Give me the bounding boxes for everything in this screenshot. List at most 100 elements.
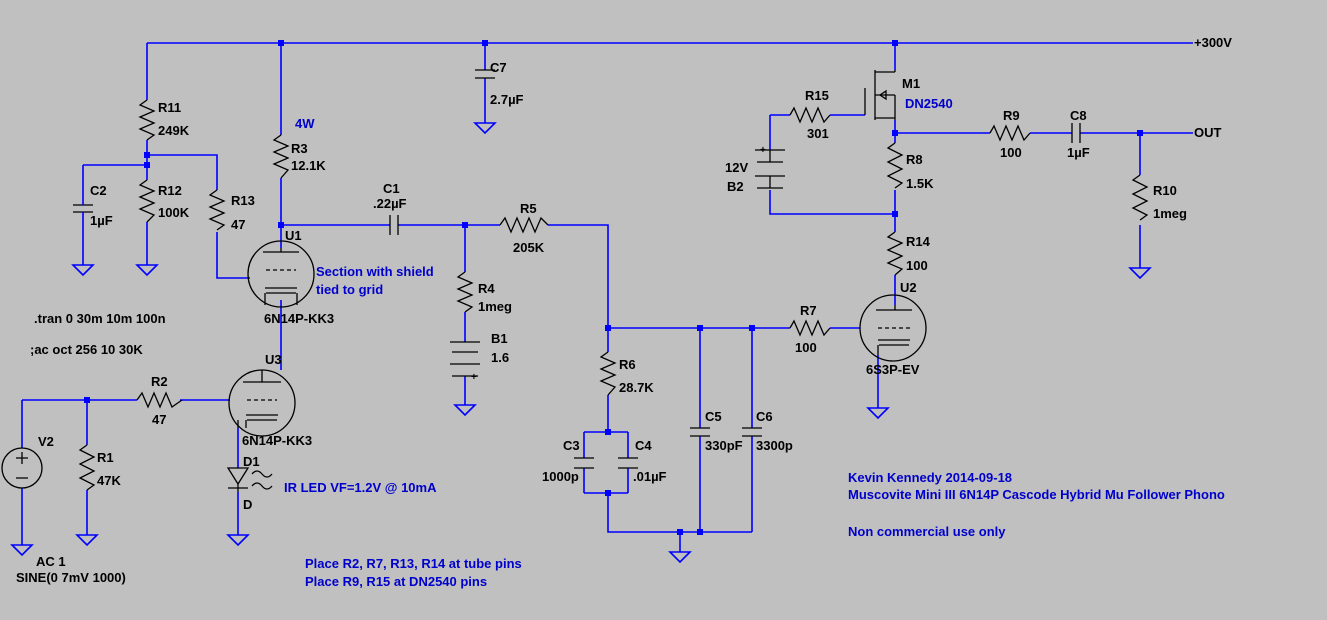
label-R4: R4 bbox=[478, 281, 495, 296]
b2-plus: + bbox=[760, 145, 766, 156]
value-R15: 301 bbox=[807, 126, 829, 141]
power-R3: 4W bbox=[295, 116, 315, 131]
label-R15: R15 bbox=[805, 88, 829, 103]
value-R3: 12.1K bbox=[291, 158, 326, 173]
value-C1: .22µF bbox=[373, 196, 407, 211]
label-R11: R11 bbox=[158, 100, 181, 115]
resistor-R8 bbox=[886, 142, 904, 189]
placement-note-1: Place R2, R7, R13, R14 at tube pins bbox=[305, 556, 522, 571]
tran-directive: .tran 0 30m 10m 100n bbox=[34, 311, 166, 326]
resistor-R6 bbox=[599, 351, 617, 396]
shield-note-1: Section with shield bbox=[316, 264, 434, 279]
supply-label: +300V bbox=[1194, 35, 1232, 50]
label-R9: R9 bbox=[1003, 108, 1020, 123]
label-C1: C1 bbox=[383, 181, 400, 196]
resistor-R15 bbox=[789, 106, 831, 124]
b1-plus: + bbox=[471, 372, 477, 383]
resistor-R2 bbox=[136, 391, 183, 409]
label-C3: C3 bbox=[563, 438, 580, 453]
value-B2: 12V bbox=[725, 160, 748, 175]
label-C8: C8 bbox=[1070, 108, 1087, 123]
label-R3: R3 bbox=[291, 141, 308, 156]
label-B2: B2 bbox=[727, 179, 744, 194]
label-R1: R1 bbox=[97, 450, 114, 465]
label-R10: R10 bbox=[1153, 183, 1177, 198]
value-D1: D bbox=[243, 497, 252, 512]
resistor-R11 bbox=[138, 99, 156, 141]
label-B1: B1 bbox=[491, 331, 508, 346]
label-C2: C2 bbox=[90, 183, 107, 198]
mosfet-M1 bbox=[864, 70, 896, 120]
led-note: IR LED VF=1.2V @ 10mA bbox=[284, 480, 437, 495]
label-R14: R14 bbox=[906, 234, 931, 249]
label-C4: C4 bbox=[635, 438, 652, 453]
source-line-1: AC 1 bbox=[36, 554, 66, 569]
value-C6: 3300p bbox=[756, 438, 793, 453]
value-C3: 1000p bbox=[542, 469, 579, 484]
shield-note-2: tied to grid bbox=[316, 282, 383, 297]
label-U2: U2 bbox=[900, 280, 917, 295]
label-R8: R8 bbox=[906, 152, 923, 167]
label-C6: C6 bbox=[756, 409, 773, 424]
out-label: OUT bbox=[1194, 125, 1222, 140]
label-C7: C7 bbox=[490, 60, 507, 75]
label-M1: M1 bbox=[902, 76, 920, 91]
value-U3: 6N14P-KK3 bbox=[242, 433, 312, 448]
label-U3: U3 bbox=[265, 352, 282, 367]
tube-U1 bbox=[247, 240, 315, 308]
label-R6: R6 bbox=[619, 357, 636, 372]
placement-note-2: Place R9, R15 at DN2540 pins bbox=[305, 574, 487, 589]
label-C5: C5 bbox=[705, 409, 722, 424]
label-R13: R13 bbox=[231, 193, 255, 208]
value-R9: 100 bbox=[1000, 145, 1022, 160]
value-R11: 249K bbox=[158, 123, 190, 138]
resistor-R7 bbox=[789, 319, 831, 337]
label-R12: R12 bbox=[158, 183, 182, 198]
value-R10: 1meg bbox=[1153, 206, 1187, 221]
label-D1: D1 bbox=[243, 454, 260, 469]
author-line-2: Muscovite Mini III 6N14P Cascode Hybrid … bbox=[848, 487, 1225, 502]
ac-directive: ;ac oct 256 10 30K bbox=[30, 342, 143, 357]
battery-B2 bbox=[755, 149, 785, 189]
tube-U2 bbox=[859, 294, 927, 362]
resistor-R4 bbox=[456, 271, 474, 313]
value-R5: 205K bbox=[513, 240, 545, 255]
label-R5: R5 bbox=[520, 201, 537, 216]
value-R8: 1.5K bbox=[906, 176, 934, 191]
grounds bbox=[10, 122, 1152, 564]
battery-B1 bbox=[450, 341, 480, 377]
capacitors bbox=[73, 69, 1081, 469]
source-line-2: SINE(0 7mV 1000) bbox=[16, 570, 126, 585]
resistor-R13 bbox=[208, 189, 226, 231]
value-C4: .01µF bbox=[633, 469, 667, 484]
value-U1: 6N14P-KK3 bbox=[264, 311, 334, 326]
resistor-R1 bbox=[78, 444, 96, 491]
label-V2: V2 bbox=[38, 434, 54, 449]
value-R1: 47K bbox=[97, 473, 121, 488]
resistor-R12 bbox=[138, 179, 156, 223]
value-R12: 100K bbox=[158, 205, 190, 220]
value-R6: 28.7K bbox=[619, 380, 654, 395]
resistor-R5 bbox=[499, 216, 549, 234]
value-R7: 100 bbox=[795, 340, 817, 355]
author-line-3: Non commercial use only bbox=[848, 524, 1006, 539]
author-line-1: Kevin Kennedy 2014-09-18 bbox=[848, 470, 1012, 485]
resistor-R3 bbox=[272, 134, 290, 179]
value-C5: 330pF bbox=[705, 438, 743, 453]
source-V2 bbox=[1, 447, 43, 489]
tube-U3 bbox=[228, 369, 296, 437]
label-R2: R2 bbox=[151, 374, 168, 389]
value-B1: 1.6 bbox=[491, 350, 509, 365]
resistor-R14 bbox=[886, 231, 904, 276]
label-R7: R7 bbox=[800, 303, 817, 318]
junction-dots bbox=[84, 40, 1143, 535]
value-R2: 47 bbox=[152, 412, 166, 427]
value-M1: DN2540 bbox=[905, 96, 953, 111]
value-C8: 1µF bbox=[1067, 145, 1090, 160]
value-R14: 100 bbox=[906, 258, 928, 273]
led-D1 bbox=[226, 467, 273, 492]
value-C2: 1µF bbox=[90, 213, 113, 228]
label-U1: U1 bbox=[285, 228, 302, 243]
value-R4: 1meg bbox=[478, 299, 512, 314]
